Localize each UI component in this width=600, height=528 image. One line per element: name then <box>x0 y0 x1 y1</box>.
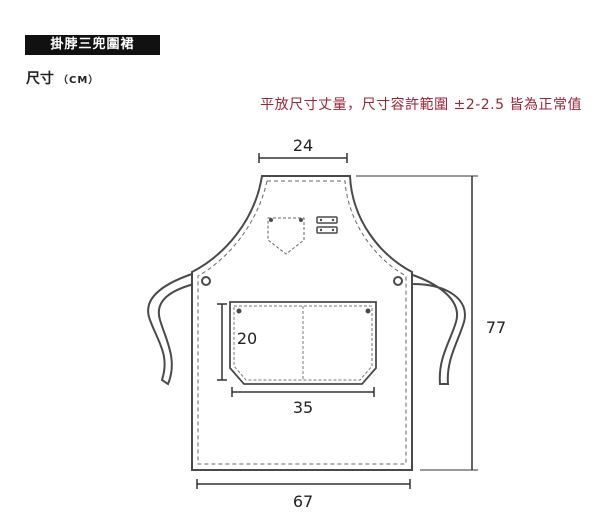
left-grommet <box>201 276 211 286</box>
pocket-width-label: 35 <box>293 398 313 417</box>
chest-pocket <box>267 217 305 255</box>
top-width-label: 24 <box>293 136 313 155</box>
apron-stitching <box>197 180 407 465</box>
pen-loop-top <box>316 216 338 224</box>
front-pocket-rivet-left <box>236 308 242 314</box>
chest-pocket-rivet-right <box>299 218 303 222</box>
right-grommet <box>393 276 403 286</box>
front-pocket-rivet-right <box>365 308 371 314</box>
product-title-bar: 掛脖三兜圍裙 <box>25 35 160 55</box>
size-heading: 尺寸 （CM） <box>26 68 99 88</box>
product-name: 掛脖三兜圍裙 <box>50 37 135 52</box>
front-pocket-stitching <box>233 305 373 381</box>
right-strap <box>408 272 466 385</box>
measurement-note: 平放尺寸丈量，尺寸容許範圍 ±2-2.5 皆為正常值 <box>260 97 582 113</box>
dimension-pocket-width: 35 <box>231 387 375 417</box>
size-title: 尺寸 <box>26 71 54 87</box>
size-unit: （CM） <box>58 75 100 86</box>
chest-pocket-rivet-left <box>269 218 273 222</box>
front-pocket <box>229 301 377 385</box>
dimension-top-width: 24 <box>258 136 348 163</box>
total-length-label: 77 <box>486 318 506 337</box>
dimension-total-length: 77 <box>356 175 506 471</box>
dimension-pocket-height: 20 <box>217 303 257 381</box>
left-strap <box>147 272 196 386</box>
dimension-bottom-width: 67 <box>196 479 411 511</box>
bottom-width-label: 67 <box>293 492 313 511</box>
pocket-height-label: 20 <box>237 329 257 348</box>
pen-loop-bottom <box>316 226 338 234</box>
apron-body-outline <box>191 175 413 471</box>
